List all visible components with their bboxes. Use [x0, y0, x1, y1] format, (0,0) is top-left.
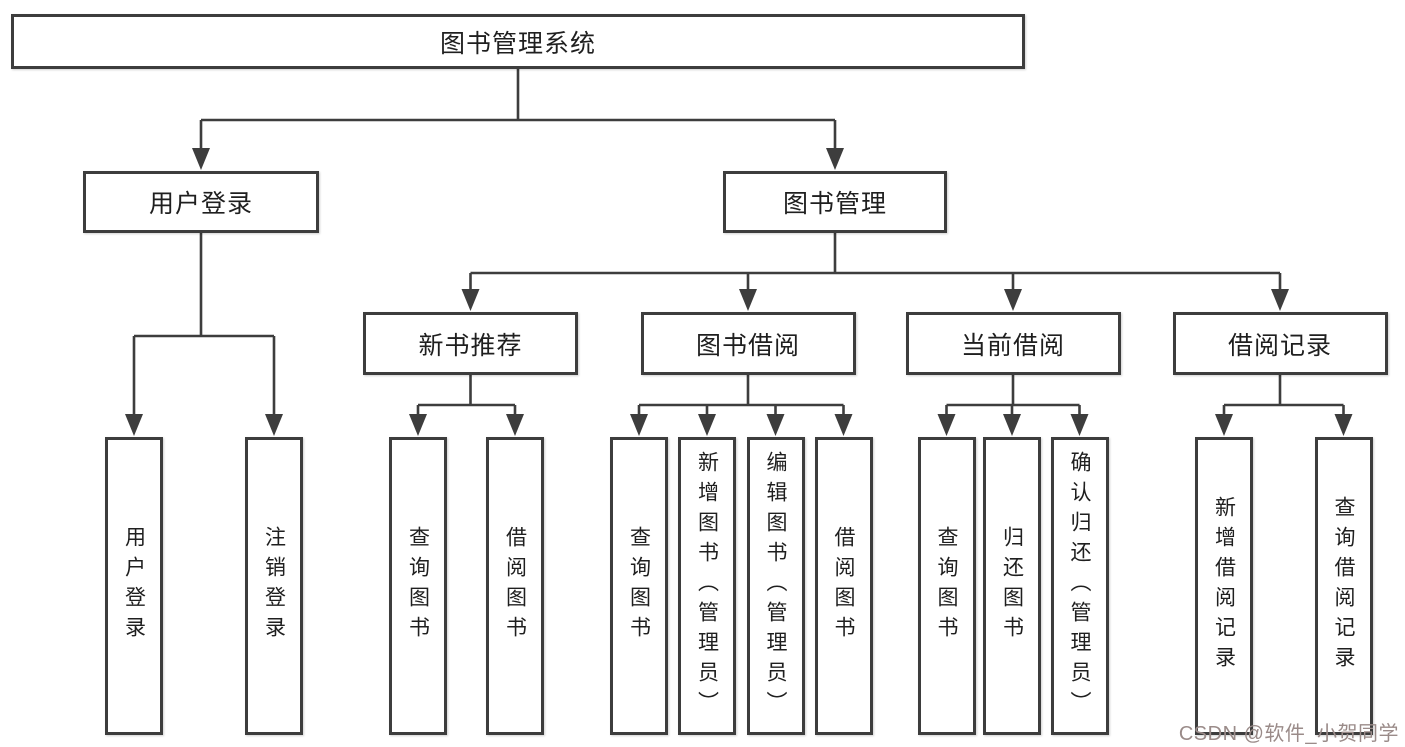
arrow-to-leaf-return-book: [1003, 414, 1021, 436]
leaf-logout-login-label: 注销登录: [262, 526, 286, 646]
leaf-add-book-admin: 新增图书（管理员）: [678, 437, 736, 735]
arrow-to-user-login: [192, 148, 210, 170]
node-current-borrow-label: 当前借阅: [960, 331, 1065, 360]
node-library-system-label: 图书管理系统: [439, 29, 596, 58]
arrow-to-current-borrow: [1004, 289, 1022, 311]
arrow-to-leaf-borrow-books-2: [834, 414, 853, 436]
node-book-borrow: 图书借阅: [640, 312, 856, 375]
leaf-edit-book-admin: 编辑图书（管理员）: [746, 437, 805, 735]
leaf-query-borrow-record: 查询借阅记录: [1314, 437, 1373, 735]
arrow-to-book-borrow: [739, 289, 757, 311]
arrow-to-leaf-confirm-return: [1070, 414, 1089, 436]
leaf-query-books-3: 查询图书: [917, 437, 976, 735]
watermark-text: CSDN @软件_小贺同学: [1178, 723, 1399, 745]
arrow-to-leaf-user-login: [125, 414, 143, 436]
node-book-borrow-label: 图书借阅: [695, 331, 800, 360]
leaf-borrow-books-1-label: 借阅图书: [503, 526, 527, 646]
arrow-to-leaf-add-book: [698, 414, 716, 436]
leaf-user-login: 用户登录: [105, 437, 163, 735]
node-book-management: 图书管理: [723, 171, 947, 233]
arrow-to-borrow-records: [1271, 289, 1289, 311]
leaf-logout-login: 注销登录: [245, 437, 303, 735]
node-user-login-label: 用户登录: [148, 190, 253, 218]
connector-new-book-children: [416, 375, 517, 422]
connector-root-to-level2: [199, 69, 837, 156]
leaf-confirm-return-admin: 确认归还（管理员）: [1050, 437, 1109, 735]
arrow-to-leaf-add-borrow-record: [1215, 414, 1233, 436]
arrow-to-leaf-borrow-books-1: [506, 414, 524, 436]
node-current-borrow: 当前借阅: [905, 312, 1121, 375]
leaf-query-books-2-label: 查询图书: [627, 526, 651, 646]
connector-current-borrow-children: [945, 375, 1081, 422]
leaf-return-book: 归还图书: [983, 437, 1041, 735]
connector-book-borrow-children: [637, 375, 845, 422]
node-book-management-label: 图书管理: [782, 190, 887, 218]
arrow-to-leaf-query-books-2: [630, 414, 648, 436]
leaf-borrow-books-2-label: 借阅图书: [832, 526, 855, 646]
arrow-to-leaf-query-books-3: [937, 414, 956, 436]
leaf-add-borrow-record-label: 新增借阅记录: [1212, 496, 1236, 676]
leaf-add-borrow-record: 新增借阅记录: [1195, 437, 1253, 735]
leaf-borrow-books-1: 借阅图书: [486, 437, 544, 735]
node-new-book-recommend: 新书推荐: [363, 312, 578, 375]
leaf-query-borrow-record-label: 查询借阅记录: [1332, 496, 1355, 676]
leaf-query-books-1-label: 查询图书: [406, 526, 430, 646]
arrow-to-leaf-edit-book: [766, 414, 785, 436]
node-borrow-records-label: 借阅记录: [1227, 331, 1332, 360]
arrow-to-new-book-recommend: [461, 289, 480, 311]
leaf-user-login-label: 用户登录: [122, 526, 146, 646]
node-user-login: 用户登录: [83, 171, 319, 233]
connector-borrow-records-children: [1222, 375, 1345, 422]
leaf-borrow-books-2: 借阅图书: [814, 437, 873, 735]
leaf-add-book-admin-label: 新增图书（管理员）: [695, 451, 719, 721]
arrow-to-leaf-query-borrow-record: [1334, 414, 1353, 436]
arrow-to-book-management: [826, 148, 844, 170]
arrow-to-leaf-query-books-1: [409, 414, 427, 436]
leaf-return-book-label: 归还图书: [1000, 526, 1024, 646]
leaf-edit-book-admin-label: 编辑图书（管理员）: [764, 451, 787, 721]
node-new-book-recommend-label: 新书推荐: [418, 331, 523, 360]
arrow-to-leaf-logout: [265, 414, 283, 436]
leaf-query-books-3-label: 查询图书: [935, 526, 958, 646]
node-library-system: 图书管理系统: [11, 14, 1025, 69]
connector-book-management-children: [469, 233, 1282, 297]
connector-user-login-children: [132, 233, 276, 422]
leaf-query-books-2: 查询图书: [610, 437, 668, 735]
leaf-confirm-return-admin-label: 确认归还（管理员）: [1068, 451, 1091, 721]
leaf-query-books-1: 查询图书: [389, 437, 447, 735]
node-borrow-records: 借阅记录: [1172, 312, 1388, 375]
